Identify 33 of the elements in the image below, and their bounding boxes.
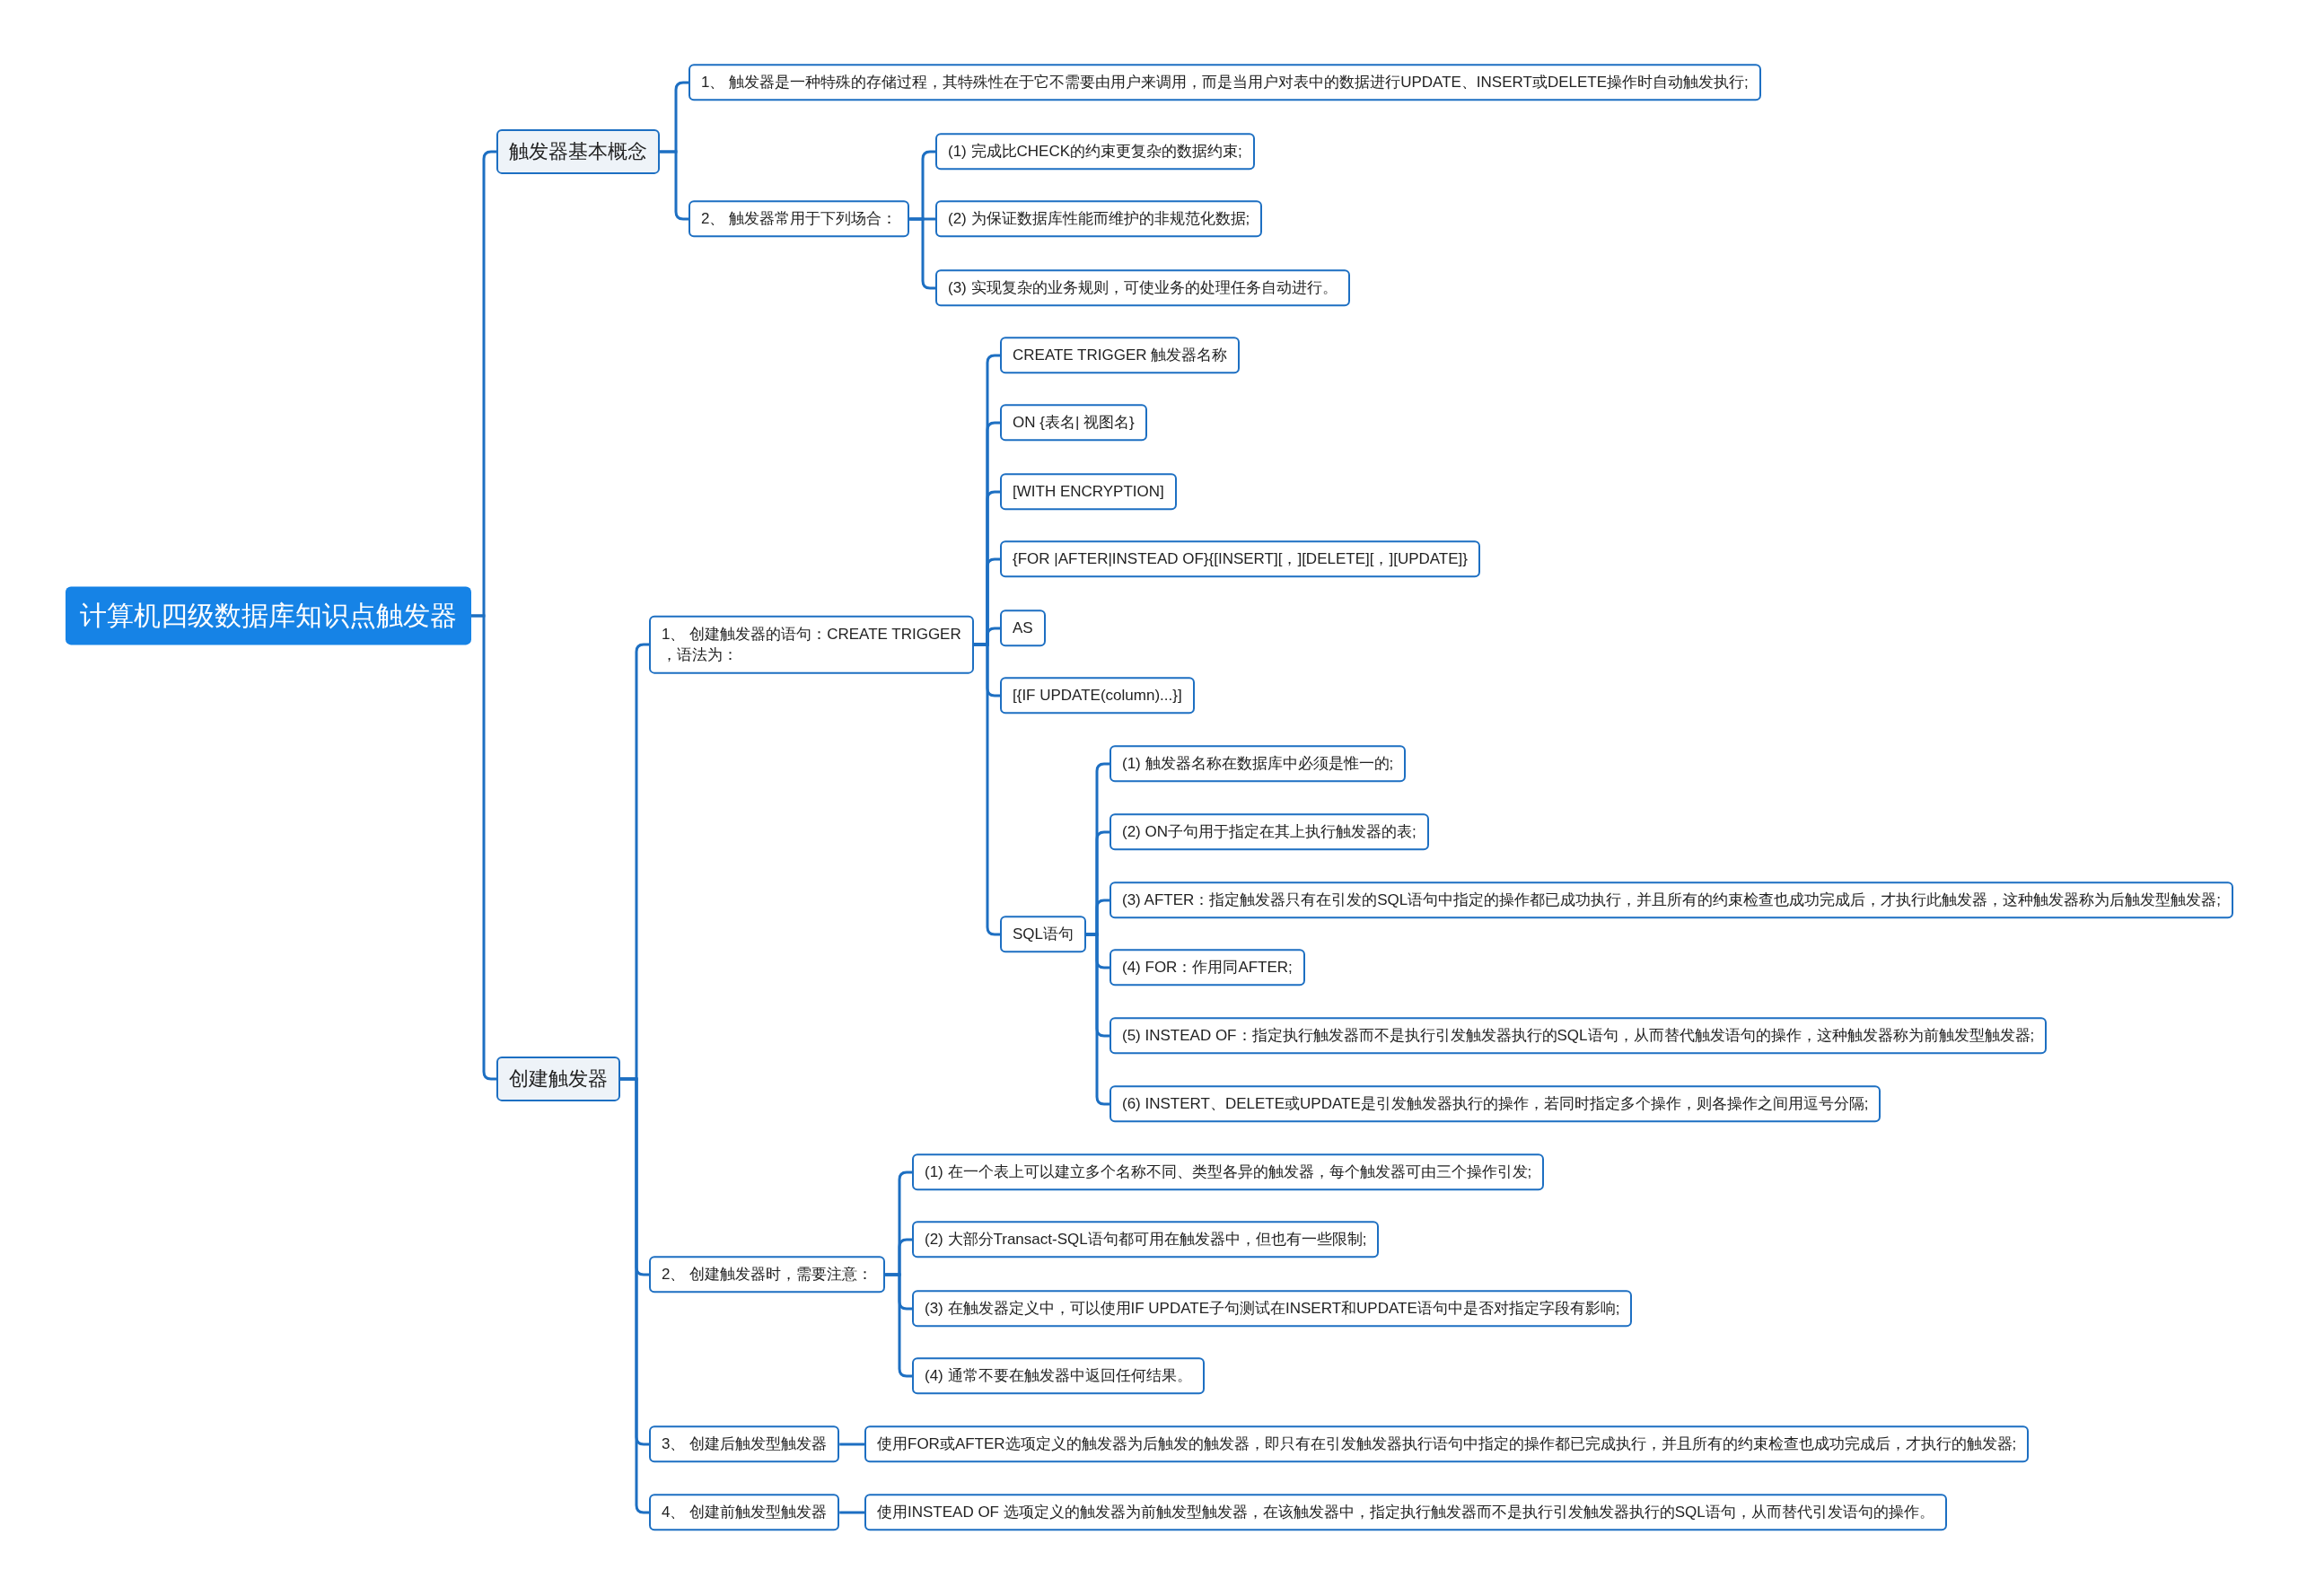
root-topic: 计算机四级数据库知识点触发器 [66,586,471,645]
topic-box: [{IF UPDATE(column)...}] [1000,677,1195,715]
topic-box: (3) 实现复杂的业务规则，可使业务的处理任务自动进行。 [935,269,1350,307]
topic-box: 2、 触发器常用于下列场合： [689,200,910,238]
topic-box: AS [1000,609,1046,647]
topic-box: (6) INSTERT、DELETE或UPDATE是引发触发器执行的操作，若同时指定多个操作，则各操作之间用逗号分隔; [1110,1085,1881,1123]
topic-box: 3、 创建后触发型触发器 [649,1425,840,1463]
topic-box: (3) 在触发器定义中，可以使用IF UPDATE子句测试在INSERT和UPDATE语句中是否对指定字段有影响; [912,1290,1633,1328]
topic-box: 1、 创建触发器的语句：CREATE TRIGGER ，语法为： [649,615,974,674]
connector-line [839,1511,864,1514]
topic-box: 创建触发器 [496,1056,620,1102]
topic-box: (3) AFTER：指定触发器只有在引发的SQL语句中指定的操作都已成功执行，并且所有的约束检查也成功完成后，才执行此触发器，这种触发器称为后触发型触发器; [1110,881,2234,919]
topic-box: (1) 触发器名称在数据库中必须是惟一的; [1110,745,1407,783]
topic-box: (1) 在一个表上可以建立多个名称不同、类型各异的触发器，每个触发器可由三个操作引发; [912,1153,1545,1191]
topic-box: {FOR |AFTER|INSTEAD OF}{[INSERT][，][DELETE][，][UPDATE]} [1000,540,1480,578]
topic-box: SQL语句 [1000,916,1087,953]
topic-box: (4) FOR：作用同AFTER; [1110,949,1305,987]
topic-box: 1、 触发器是一种特殊的存储过程，其特殊性在于它不需要由用户来调用，而是当用户对表中的数据进行UPDATE、INSERT或DELETE操作时自动触发执行; [689,64,1761,101]
topic-box: [WITH ENCRYPTION] [1000,473,1177,511]
topic-box: 使用INSTEAD OF 选项定义的触发器为前触发型触发器，在该触发器中，指定执行触发器而不是执行引发触发器执行的SQL语句，从而替代引发语句的操作。 [864,1494,1947,1531]
topic-box: 使用FOR或AFTER选项定义的触发器为后触发的触发器，即只有在引发触发器执行语句中指定的操作都已完成执行，并且所有的约束检查也成功完成后，才执行的触发器; [864,1425,2030,1463]
topic-box: (2) 大部分Transact-SQL语句都可用在触发器中，但也有一些限制; [912,1221,1380,1258]
topic-box: ON {表名| 视图名} [1000,404,1147,442]
topic-box: (2) ON子句用于指定在其上执行触发器的表; [1110,813,1429,851]
topic-box: (1) 完成比CHECK的约束更复杂的数据约束; [935,133,1255,171]
topic-box: (2) 为保证数据库性能而维护的非规范化数据; [935,200,1263,238]
topic-box: (4) 通常不要在触发器中返回任何结果。 [912,1357,1205,1395]
topic-box: 4、 创建前触发型触发器 [649,1494,840,1531]
topic-box: (5) INSTEAD OF：指定执行触发器而不是执行引发触发器执行的SQL语句，从而替代触发语句的操作，这种触发器称为前触发型触发器; [1110,1017,2048,1055]
topic-box: CREATE TRIGGER 触发器名称 [1000,337,1241,374]
topic-box: 2、 创建触发器时，需要注意： [649,1256,886,1293]
connector-line [839,1443,864,1446]
topic-box: 触发器基本概念 [496,128,660,175]
